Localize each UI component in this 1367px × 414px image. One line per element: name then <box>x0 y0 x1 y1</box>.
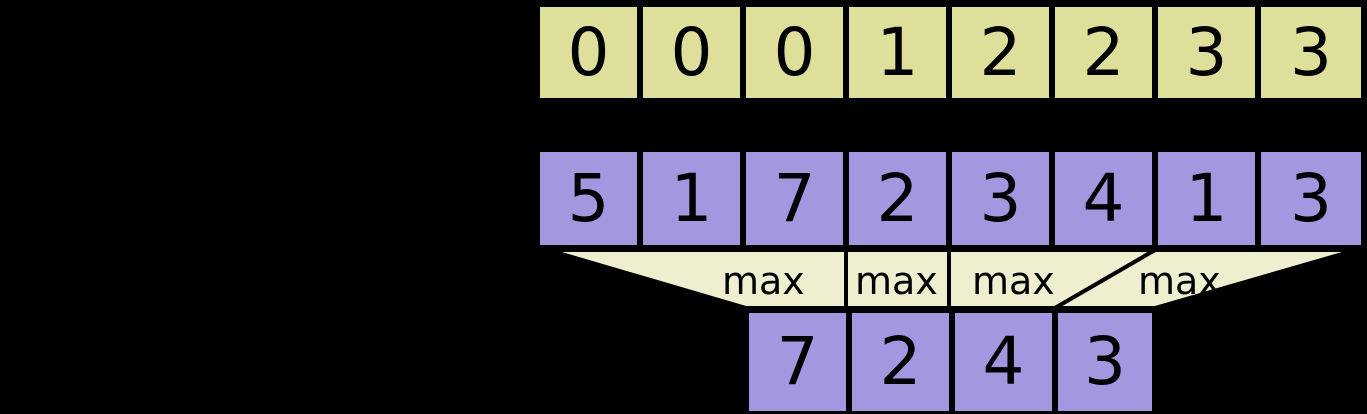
index-cell: 0 <box>640 4 743 101</box>
funnel-label-max-1: max <box>722 259 805 303</box>
funnel-label-max-3: max <box>972 259 1055 303</box>
funnel-label-max-2: max <box>855 259 938 303</box>
input-cell: 5 <box>537 149 640 248</box>
input-cell: 4 <box>1052 149 1155 248</box>
input-cell: 7 <box>743 149 846 248</box>
input-cell: 1 <box>1155 149 1258 248</box>
funnel-shapes <box>547 248 1357 310</box>
output-cell: 4 <box>952 310 1055 414</box>
output-cell: 7 <box>746 310 849 414</box>
input-cell: 3 <box>949 149 1052 248</box>
output-cell: 3 <box>1055 310 1155 414</box>
funnel-shape-4 <box>1047 248 1357 310</box>
input-cell: 3 <box>1258 149 1364 248</box>
index-cell: 1 <box>846 4 949 101</box>
index-cell: 2 <box>1052 4 1155 101</box>
output-cell: 2 <box>849 310 952 414</box>
index-cell: 3 <box>1258 4 1364 101</box>
input-cell: 2 <box>846 149 949 248</box>
index-cell: 3 <box>1155 4 1258 101</box>
funnel-label-max-4: max <box>1138 259 1221 303</box>
input-cell: 1 <box>640 149 743 248</box>
index-cell: 0 <box>743 4 846 101</box>
index-cell: 0 <box>537 4 640 101</box>
index-cell: 2 <box>949 4 1052 101</box>
